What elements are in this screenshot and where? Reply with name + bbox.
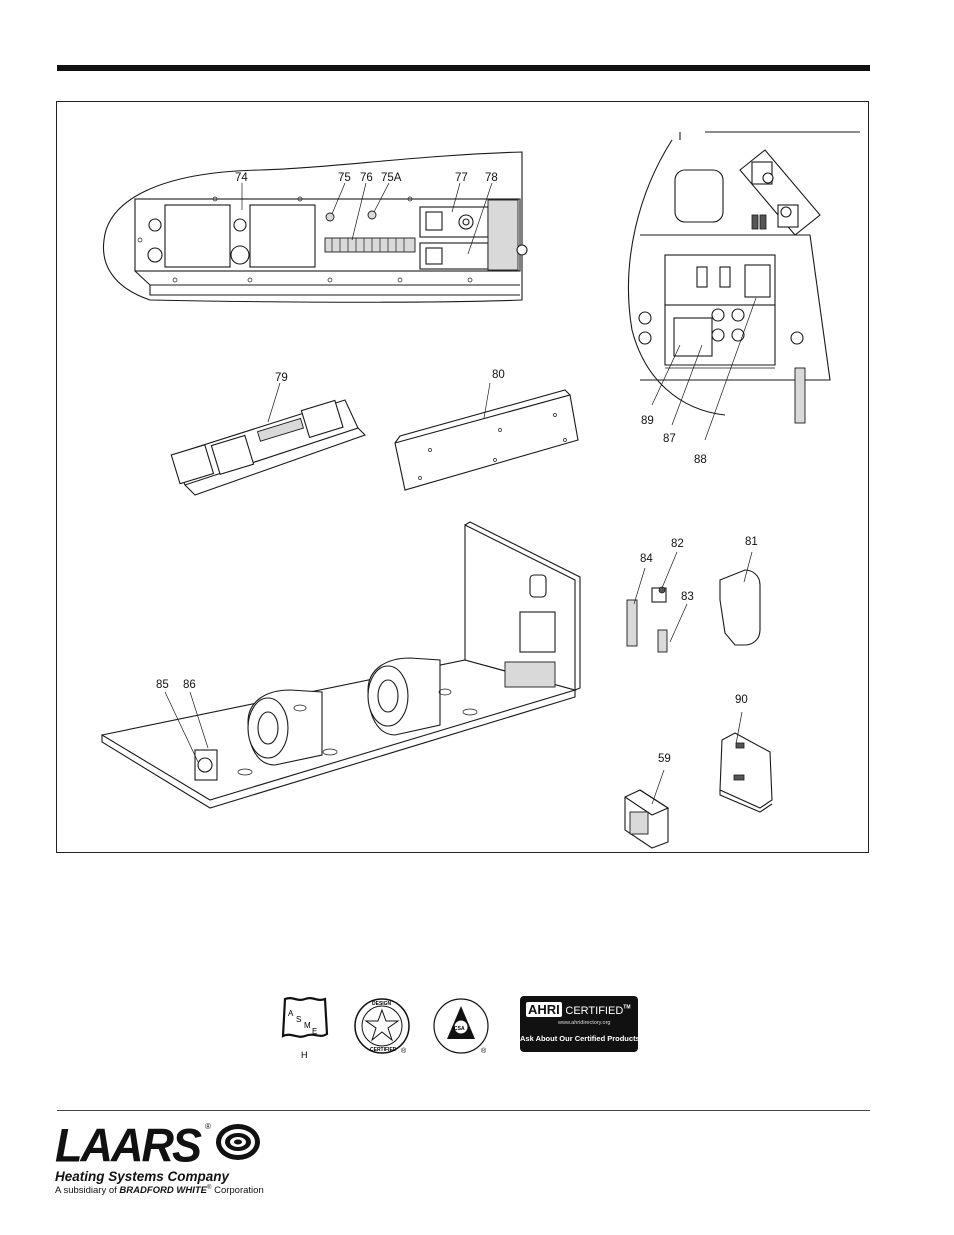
base-pan-assembly bbox=[102, 522, 580, 808]
design-certified-seal-icon: DESIGN CERTIFIED ® bbox=[355, 999, 409, 1055]
subsidiary-prefix: A subsidiary of bbox=[55, 1185, 119, 1196]
asme-stamp-icon: A S M E H bbox=[283, 998, 327, 1060]
callout-76: 76 bbox=[360, 172, 373, 184]
laars-logo: LAARS ® Heating Systems Company A subsid… bbox=[55, 1120, 285, 1200]
callout-82: 82 bbox=[671, 538, 684, 550]
svg-text:®: ® bbox=[481, 1047, 487, 1055]
svg-text:CERTIFIED: CERTIFIED bbox=[370, 1047, 397, 1053]
part-90-bracket bbox=[720, 712, 772, 812]
subsidiary-company: BRADFORD WHITE bbox=[119, 1185, 207, 1196]
svg-text:DESIGN: DESIGN bbox=[372, 1001, 392, 1007]
callout-85: 85 bbox=[156, 679, 169, 691]
ahri-word: AHRI bbox=[526, 1002, 562, 1017]
laars-swirl-icon bbox=[213, 1120, 263, 1165]
cert-seals: A S M E H DESIGN CERTIFIED ® CSA ® bbox=[275, 994, 515, 1064]
part-79-control-bracket bbox=[171, 383, 365, 495]
callout-83: 83 bbox=[681, 591, 694, 603]
callout-80: 80 bbox=[492, 369, 505, 381]
svg-text:M: M bbox=[304, 1021, 311, 1030]
subsidiary-suffix: Corporation bbox=[211, 1185, 263, 1196]
detail-view-circle bbox=[628, 132, 860, 440]
svg-text:H: H bbox=[301, 1050, 308, 1060]
callout-89: 89 bbox=[641, 415, 654, 427]
callout-86: 86 bbox=[183, 679, 196, 691]
ahri-certified-badge: AHRI CERTIFIEDTM www.ahridirectory.org A… bbox=[520, 996, 638, 1052]
svg-text:®: ® bbox=[401, 1047, 407, 1055]
laars-subsidiary-line: A subsidiary of BRADFORD WHITE® Corporat… bbox=[55, 1185, 264, 1196]
svg-text:CSA: CSA bbox=[454, 1026, 465, 1032]
laars-registered-mark: ® bbox=[205, 1122, 211, 1131]
certification-marks: A S M E H DESIGN CERTIFIED ® CSA ® AHRI … bbox=[275, 994, 645, 1064]
ahri-tm: TM bbox=[623, 1005, 630, 1011]
callout-90: 90 bbox=[735, 694, 748, 706]
ahri-url: www.ahridirectory.org bbox=[558, 1020, 610, 1026]
csa-flame-seal-icon: CSA ® bbox=[434, 999, 488, 1055]
svg-text:E: E bbox=[312, 1027, 317, 1036]
callout-88: 88 bbox=[694, 454, 707, 466]
laars-wordmark: LAARS bbox=[55, 1119, 200, 1174]
ahri-header: AHRI CERTIFIEDTM bbox=[526, 1002, 631, 1017]
callout-81: 81 bbox=[745, 536, 758, 548]
callout-74: 74 bbox=[235, 172, 248, 184]
callout-75a: 75A bbox=[381, 172, 402, 184]
callout-79: 79 bbox=[275, 372, 288, 384]
callout-84: 84 bbox=[640, 553, 653, 565]
ahri-certified-text: CERTIFIED bbox=[565, 1005, 623, 1017]
laars-tagline: Heating Systems Company bbox=[55, 1169, 229, 1184]
svg-text:S: S bbox=[296, 1015, 301, 1024]
callout-75: 75 bbox=[338, 172, 351, 184]
callout-77: 77 bbox=[455, 172, 468, 184]
callout-78: 78 bbox=[485, 172, 498, 184]
ahri-tagline: Ask About Our Certified Products bbox=[520, 1034, 638, 1043]
callout-87: 87 bbox=[663, 433, 676, 445]
part-59-controller bbox=[625, 770, 668, 848]
svg-text:A: A bbox=[288, 1009, 294, 1018]
callout-59: 59 bbox=[658, 753, 671, 765]
footer-rule bbox=[57, 1110, 870, 1111]
part-80-panel-cover bbox=[395, 383, 578, 490]
